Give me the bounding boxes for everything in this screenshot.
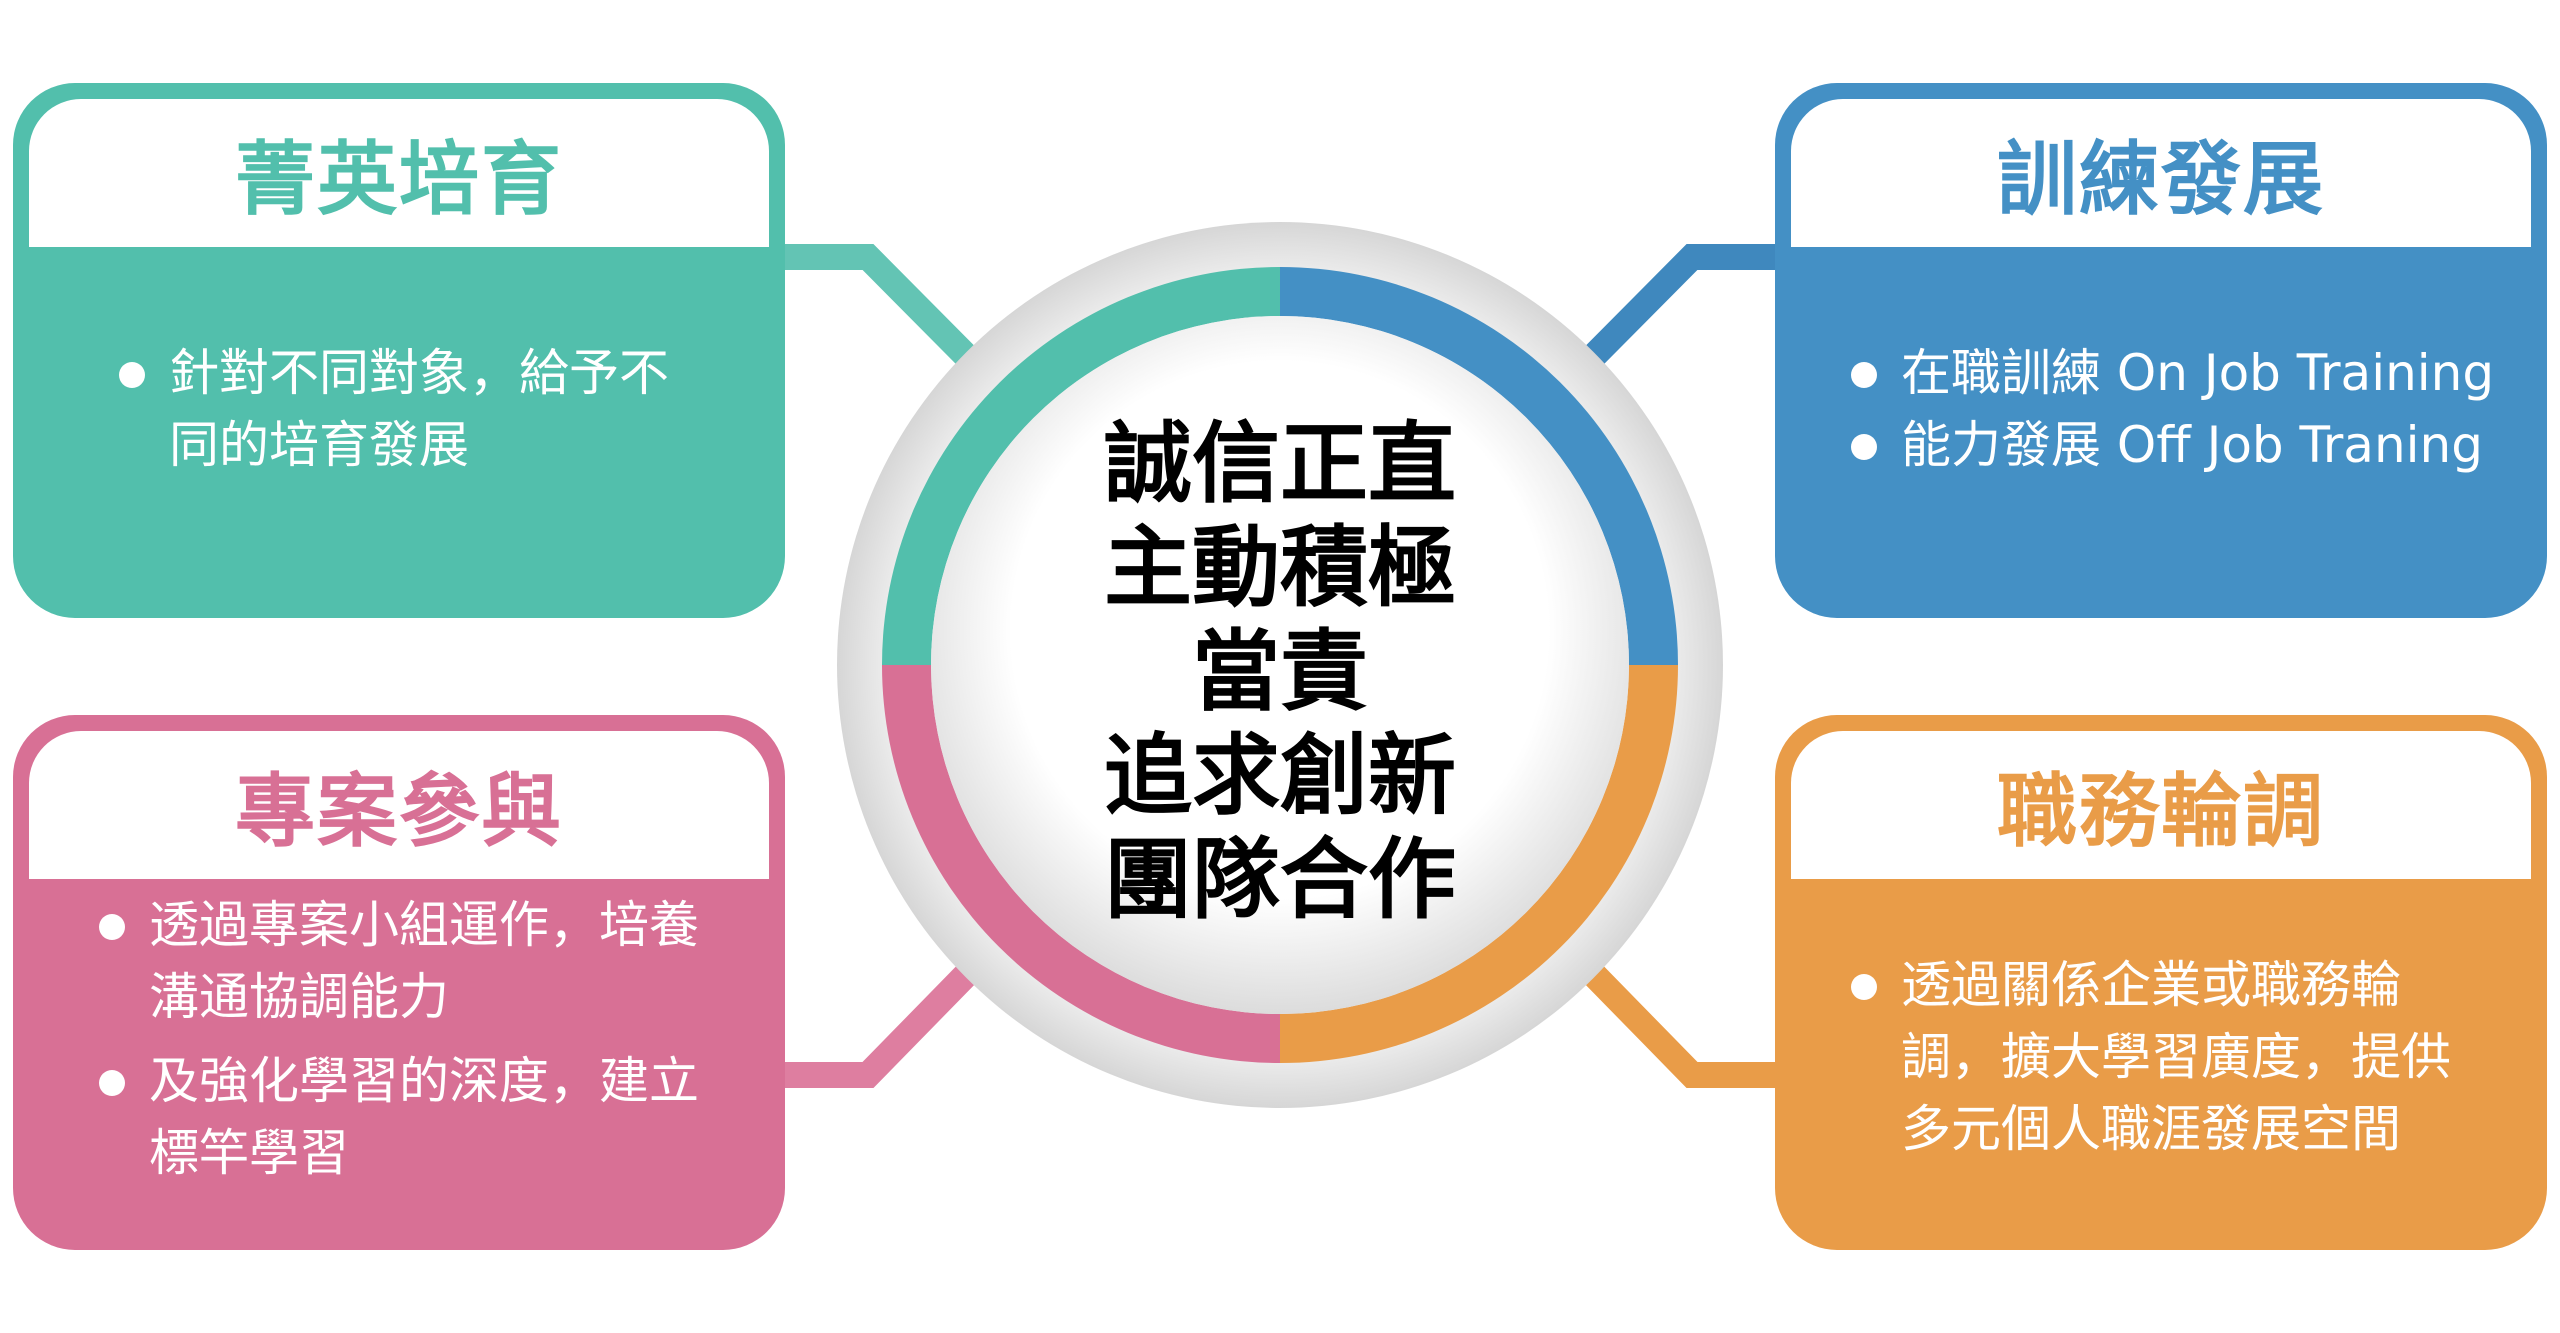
connector-pink xyxy=(785,930,1010,1088)
card-list: 透過專案小組運作，培養溝通協調能力 及強化學習的深度，建立標竿學習 xyxy=(79,889,739,1189)
core-values: 誠信正直 主動積極 當責 追求創新 團隊合作 xyxy=(980,412,1580,932)
card-list: 在職訓練 On Job Training 能力發展 Off Job Tranin… xyxy=(1831,337,2531,481)
card-title: 職務輪調 xyxy=(1791,731,2531,879)
card-title: 專案參與 xyxy=(29,731,769,879)
core-value: 誠信正直 xyxy=(1103,412,1456,515)
core-value: 追求創新 xyxy=(1103,724,1456,827)
core-value: 當責 xyxy=(1191,620,1368,723)
list-item: 透過關係企業或職務輪調，擴大學習廣度，提供多元個人職涯發展空間 xyxy=(1831,949,2471,1165)
inner-white-disc xyxy=(931,316,1629,1014)
card-project-participation: 專案參與 透過專案小組運作，培養溝通協調能力 及強化學習的深度，建立標竿學習 xyxy=(13,715,785,1250)
core-value: 團隊合作 xyxy=(1103,828,1456,931)
card-elite-development: 菁英培育 針對不同對象，給予不同的培育發展 xyxy=(13,83,785,618)
card-list: 透過關係企業或職務輪調，擴大學習廣度，提供多元個人職涯發展空間 xyxy=(1831,949,2471,1165)
ring-segment-blue xyxy=(1280,267,1678,665)
connector-orange xyxy=(1550,930,1775,1088)
card-list: 針對不同對象，給予不同的培育發展 xyxy=(99,337,699,481)
connector-blue xyxy=(1550,244,1775,400)
list-item: 能力發展 Off Job Traning xyxy=(1831,409,2531,481)
card-title: 菁英培育 xyxy=(29,99,769,247)
card-job-rotation: 職務輪調 透過關係企業或職務輪調，擴大學習廣度，提供多元個人職涯發展空間 xyxy=(1775,715,2547,1250)
ring-segment-orange xyxy=(1280,665,1678,1063)
core-value: 主動積極 xyxy=(1103,516,1456,619)
ring-segment-teal xyxy=(882,267,1280,665)
connector-teal xyxy=(785,244,1010,400)
list-item: 針對不同對象，給予不同的培育發展 xyxy=(99,337,699,481)
card-title: 訓練發展 xyxy=(1791,99,2531,247)
list-item: 在職訓練 On Job Training xyxy=(1831,337,2531,409)
list-item: 及強化學習的深度，建立標竿學習 xyxy=(79,1045,739,1189)
ring-segment-pink xyxy=(882,665,1280,1063)
list-item: 透過專案小組運作，培養溝通協調能力 xyxy=(79,889,739,1033)
card-training-development: 訓練發展 在職訓練 On Job Training 能力發展 Off Job T… xyxy=(1775,83,2547,618)
